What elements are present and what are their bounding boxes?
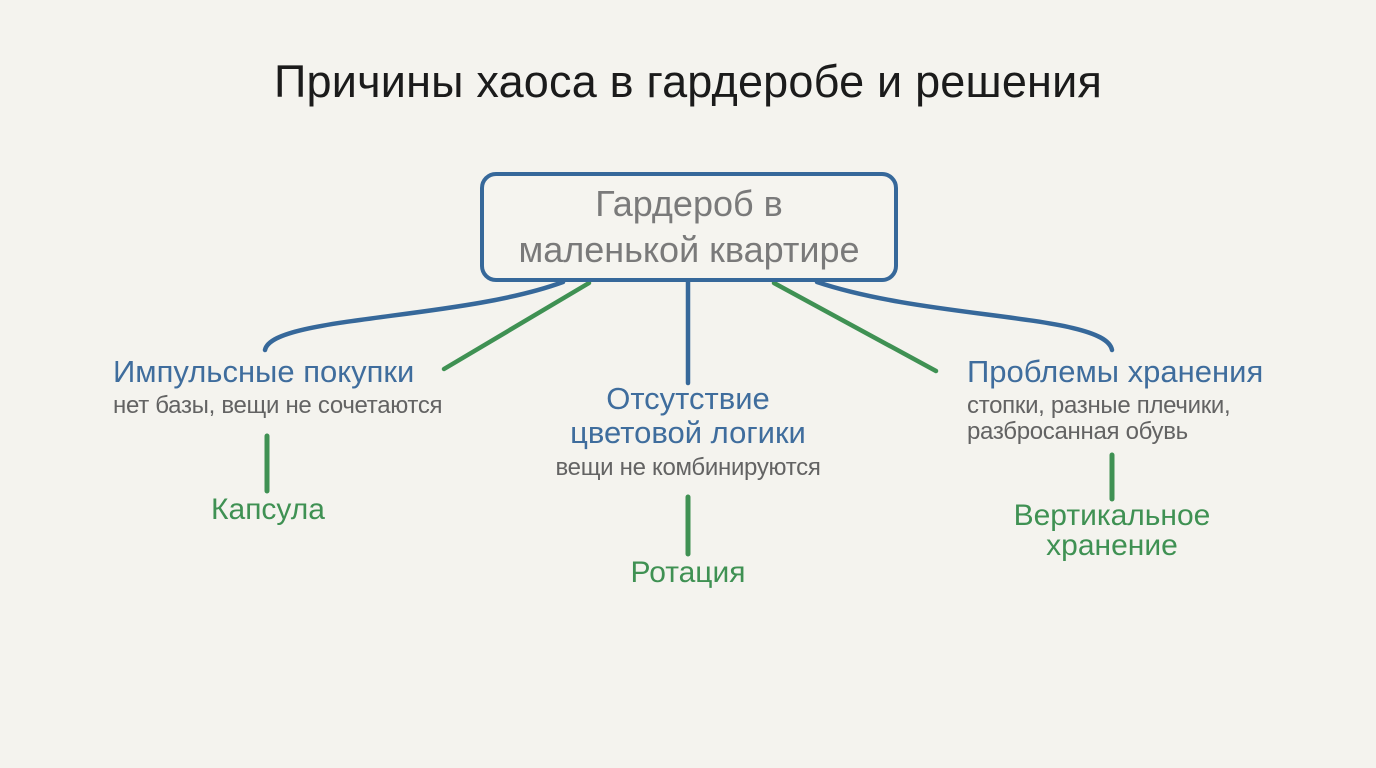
solution-rotation: Ротация xyxy=(630,556,746,589)
slide-title: Причины хаоса в гардеробе и решения xyxy=(273,56,1103,107)
branch-color-logic: Отсутствие цветовой логики вещи не комби… xyxy=(555,382,820,481)
branch-storage-subtitle-line1: стопки, разные плечики, xyxy=(967,392,1231,419)
branch-storage-subtitle-line2: разбросанная обувь xyxy=(967,418,1188,445)
branch-colorlogic-title-line1: Отсутствие xyxy=(606,381,770,416)
branch-storage-title: Проблемы хранения xyxy=(967,354,1264,389)
connector-root-to-impulse-curve xyxy=(262,279,566,353)
solution-vertical-line2: хранение xyxy=(1046,529,1178,562)
root-node-label-line1: Гардероб в xyxy=(595,183,783,224)
connector-root-green-left xyxy=(441,280,592,372)
branch-impulse-subtitle: нет базы, вещи не сочетаются xyxy=(113,392,443,419)
branch-impulse-title: Импульсные покупки xyxy=(113,354,415,389)
branch-impulse-purchases: Импульсные покупки нет базы, вещи не соч… xyxy=(113,354,443,419)
connector-root-green-right xyxy=(771,280,939,374)
branch-colorlogic-subtitle: вещи не комбинируются xyxy=(555,454,821,481)
branch-storage-problems: Проблемы хранения стопки, разные плечики… xyxy=(967,355,1263,445)
solution-capsule: Капсула xyxy=(211,493,325,526)
root-node: Гардероб в маленькой квартире xyxy=(480,172,898,282)
solution-vertical-line1: Вертикальное xyxy=(1013,499,1211,532)
connector-root-to-storage-curve xyxy=(814,279,1115,353)
branch-colorlogic-title-line2: цветовой логики xyxy=(570,415,806,450)
root-node-label-line2: маленькой квартире xyxy=(518,229,860,270)
